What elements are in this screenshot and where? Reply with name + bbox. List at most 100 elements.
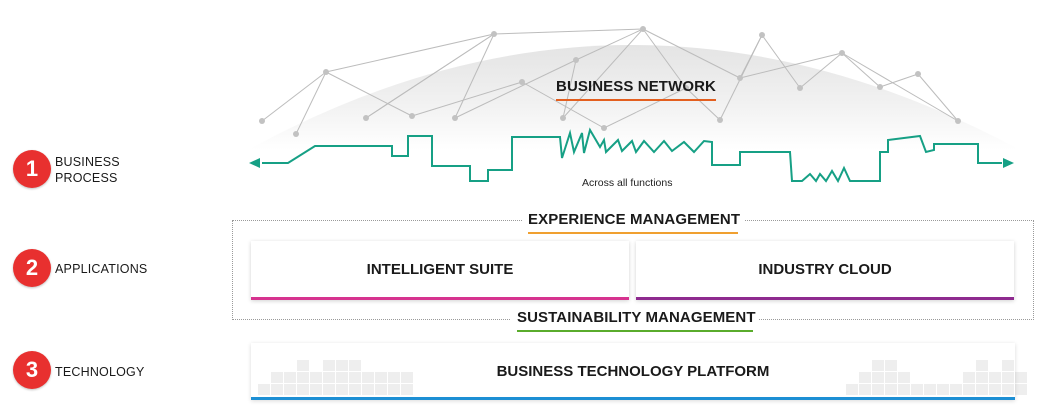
- network-link: [411, 81, 523, 117]
- network-link: [261, 71, 327, 122]
- platform-block: [271, 384, 283, 395]
- platform-block: [1002, 360, 1014, 371]
- network-link: [917, 73, 959, 122]
- platform-block: [297, 372, 309, 383]
- intelligent-suite-title: INTELLIGENT SUITE: [366, 261, 514, 278]
- platform-block: [401, 384, 413, 395]
- platform-block: [950, 384, 962, 395]
- industry-cloud-card: INDUSTRY CLOUD: [636, 241, 1014, 300]
- layer-1-label: BUSINESS PROCESS: [55, 155, 120, 185]
- network-link: [739, 34, 763, 79]
- network-link: [739, 52, 843, 79]
- platform-block: [989, 384, 1001, 395]
- platform-block: [859, 372, 871, 383]
- network-node: [915, 71, 921, 77]
- platform-block: [976, 360, 988, 371]
- platform-block: [401, 372, 413, 383]
- network-link: [841, 52, 959, 122]
- layer-3-label: TECHNOLOGY: [55, 365, 145, 379]
- platform-block: [349, 384, 361, 395]
- network-node: [640, 26, 646, 32]
- platform-block: [872, 384, 884, 395]
- network-node: [293, 131, 299, 137]
- network-node: [259, 118, 265, 124]
- network-link: [841, 52, 881, 88]
- platform-block: [898, 384, 910, 395]
- network-nodes: [259, 26, 961, 137]
- arrow-left-icon: [249, 158, 260, 168]
- network-node: [601, 125, 607, 131]
- platform-block: [963, 384, 975, 395]
- platform-block: [323, 372, 335, 383]
- network-node: [323, 69, 329, 75]
- industry-cloud-title: INDUSTRY CLOUD: [758, 261, 892, 278]
- platform-block: [872, 372, 884, 383]
- network-node: [877, 84, 883, 90]
- platform-block: [872, 360, 884, 371]
- network-link: [454, 33, 495, 119]
- network-link: [685, 87, 721, 121]
- network-node: [839, 50, 845, 56]
- platform-block: [898, 372, 910, 383]
- network-link: [521, 81, 605, 129]
- platform-block: [297, 384, 309, 395]
- layer-1-number: 1: [25, 156, 39, 181]
- platform-block: [362, 384, 374, 395]
- platform-block: [349, 360, 361, 371]
- network-link: [325, 71, 413, 117]
- platform-block: [963, 372, 975, 383]
- platform-block: [362, 372, 374, 383]
- dome-shape: [248, 45, 1020, 150]
- platform-block: [976, 372, 988, 383]
- layer-3-number: 3: [25, 357, 39, 382]
- platform-block: [323, 384, 335, 395]
- layer-1-badge: 1: [13, 150, 51, 188]
- experience-management-underline: [528, 232, 738, 234]
- network-node: [560, 115, 566, 121]
- platform-block: [937, 384, 949, 395]
- platform-block: [885, 372, 897, 383]
- network-link: [879, 73, 919, 88]
- layer-2-label: APPLICATIONS: [55, 262, 148, 276]
- platform-block: [1002, 372, 1014, 383]
- platform-block: [375, 372, 387, 383]
- network-link: [325, 33, 495, 73]
- process-caption: Across all functions: [582, 177, 673, 189]
- platform-block: [1002, 384, 1014, 395]
- platform-block: [388, 384, 400, 395]
- platform-block: [310, 372, 322, 383]
- network-node: [737, 75, 743, 81]
- experience-management-title: EXPERIENCE MANAGEMENT: [528, 211, 741, 228]
- network-mesh: [261, 28, 959, 135]
- arrow-right-icon: [1003, 158, 1014, 168]
- business-network-title: BUSINESS NETWORK: [556, 78, 716, 95]
- platform-block: [284, 372, 296, 383]
- network-node: [717, 117, 723, 123]
- network-node: [797, 85, 803, 91]
- business-network-heading: BUSINESS NETWORK: [550, 78, 722, 101]
- platform-block: [885, 360, 897, 371]
- platform-block: [297, 360, 309, 371]
- network-link: [761, 34, 801, 89]
- network-node: [491, 31, 497, 37]
- platform-block: [336, 360, 348, 371]
- platform-block: [349, 372, 361, 383]
- business-technology-platform-underline: [251, 397, 1015, 400]
- business-technology-platform-card: BUSINESS TECHNOLOGY PLATFORM: [251, 343, 1015, 400]
- network-node: [573, 57, 579, 63]
- network-link: [562, 59, 577, 119]
- network-link: [454, 59, 577, 119]
- platform-block: [846, 384, 858, 395]
- network-link: [799, 52, 843, 89]
- platform-block: [388, 372, 400, 383]
- network-link: [365, 33, 495, 119]
- network-node: [955, 118, 961, 124]
- industry-cloud-underline: [636, 297, 1014, 300]
- platform-block: [1015, 372, 1027, 383]
- platform-block: [859, 384, 871, 395]
- sustainability-management-heading: SUSTAINABILITY MANAGEMENT: [511, 309, 759, 332]
- business-technology-platform-title: BUSINESS TECHNOLOGY PLATFORM: [496, 363, 770, 380]
- layer-2-number: 2: [25, 255, 39, 280]
- platform-block: [336, 372, 348, 383]
- platform-block: [323, 360, 335, 371]
